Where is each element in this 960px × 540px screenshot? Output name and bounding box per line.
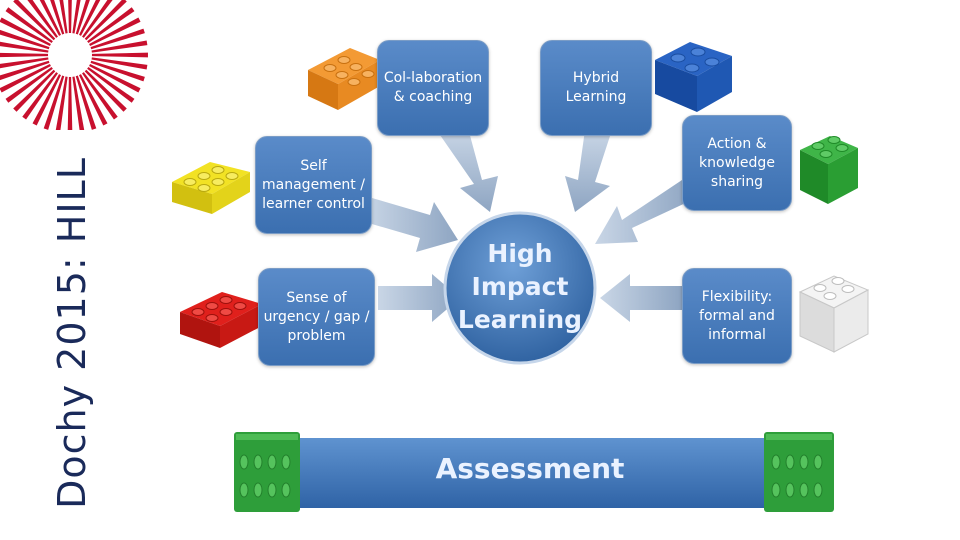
logo-ray bbox=[75, 0, 90, 35]
blue-brick bbox=[655, 42, 732, 112]
logo-ray bbox=[22, 72, 58, 120]
logo-ray bbox=[13, 69, 56, 112]
hub-circle bbox=[443, 211, 597, 365]
arrow-urgency bbox=[378, 274, 460, 322]
logo-ray bbox=[27, 0, 58, 38]
box-self-management-label: Self management / learner control bbox=[262, 157, 365, 212]
logo-ray bbox=[0, 17, 51, 47]
logo-ray bbox=[0, 63, 51, 93]
logo-ray bbox=[91, 40, 148, 53]
logo-ray bbox=[78, 74, 108, 126]
logo-ray bbox=[82, 0, 113, 38]
logo-ray bbox=[0, 29, 50, 50]
box-urgency-label: Sense of urgency / gap / problem bbox=[263, 289, 370, 344]
box-action: Action & knowledge sharing bbox=[682, 115, 792, 211]
logo-ray bbox=[78, 0, 101, 36]
arrow-hybrid bbox=[565, 130, 610, 212]
logo-ray bbox=[72, 0, 81, 34]
box-hybrid-label: Hybrid Learning bbox=[565, 70, 627, 105]
logo-ray bbox=[75, 75, 97, 130]
logo-ray bbox=[43, 75, 65, 130]
box-flexibility: Flexibility: formal and informal bbox=[682, 268, 792, 364]
logo-ray bbox=[55, 76, 68, 130]
arrow-flexibility bbox=[600, 274, 682, 322]
logo-ray bbox=[91, 57, 148, 70]
box-collaboration-label: Col-laboration & coaching bbox=[383, 70, 483, 105]
logo-ray bbox=[0, 60, 50, 81]
logo-ray bbox=[32, 74, 62, 126]
box-action-label: Action & knowledge sharing bbox=[699, 135, 775, 190]
logo-ray bbox=[87, 67, 135, 103]
box-urgency: Sense of urgency / gap / problem bbox=[258, 268, 375, 366]
logo-ray bbox=[5, 67, 53, 103]
box-collaboration: Col-laboration & coaching bbox=[377, 40, 489, 136]
box-hybrid: Hybrid Learning bbox=[540, 40, 652, 136]
logo-ray bbox=[90, 28, 145, 50]
assessment-bar bbox=[290, 438, 780, 508]
red-brick bbox=[180, 292, 262, 348]
hub-label: High Impact Learning bbox=[450, 237, 590, 336]
arrow-self-management bbox=[365, 198, 458, 252]
yellow-brick bbox=[172, 162, 250, 214]
logo-ray bbox=[84, 69, 127, 112]
green-brick-right bbox=[764, 432, 834, 512]
green-brick-small bbox=[800, 136, 858, 204]
assessment-label: Assessment bbox=[435, 452, 625, 485]
green-brick-left bbox=[234, 432, 300, 512]
logo-ray bbox=[68, 0, 72, 34]
logo-ray bbox=[59, 0, 68, 34]
box-self-management: Self management / learner control bbox=[255, 136, 372, 234]
hub-line-1: High bbox=[487, 239, 553, 268]
logo-ray bbox=[39, 0, 62, 36]
white-brick bbox=[798, 275, 870, 353]
logo-ray bbox=[91, 52, 148, 58]
orange-brick bbox=[308, 48, 380, 110]
logo-ray bbox=[50, 0, 65, 35]
logo-ray bbox=[0, 52, 49, 58]
logo-ray bbox=[89, 63, 141, 93]
logo-ray bbox=[87, 7, 135, 43]
arrow-collaboration bbox=[440, 128, 498, 212]
logo-ray bbox=[13, 0, 56, 41]
logo-ray bbox=[90, 60, 145, 82]
hub-line-2: Impact bbox=[471, 272, 569, 301]
logo-ray bbox=[5, 7, 53, 43]
logo-ray bbox=[67, 76, 73, 130]
logo-ray bbox=[0, 57, 49, 69]
logo-ray bbox=[0, 41, 49, 53]
logo-ray bbox=[84, 0, 127, 41]
box-flexibility-label: Flexibility: formal and informal bbox=[699, 288, 775, 343]
logo-ray bbox=[72, 76, 85, 130]
arrow-action bbox=[595, 178, 692, 244]
hub-line-3: Learning bbox=[457, 305, 583, 334]
logo-ray bbox=[89, 17, 141, 47]
logo-sunburst bbox=[0, 0, 148, 130]
logo-ray bbox=[82, 72, 118, 120]
